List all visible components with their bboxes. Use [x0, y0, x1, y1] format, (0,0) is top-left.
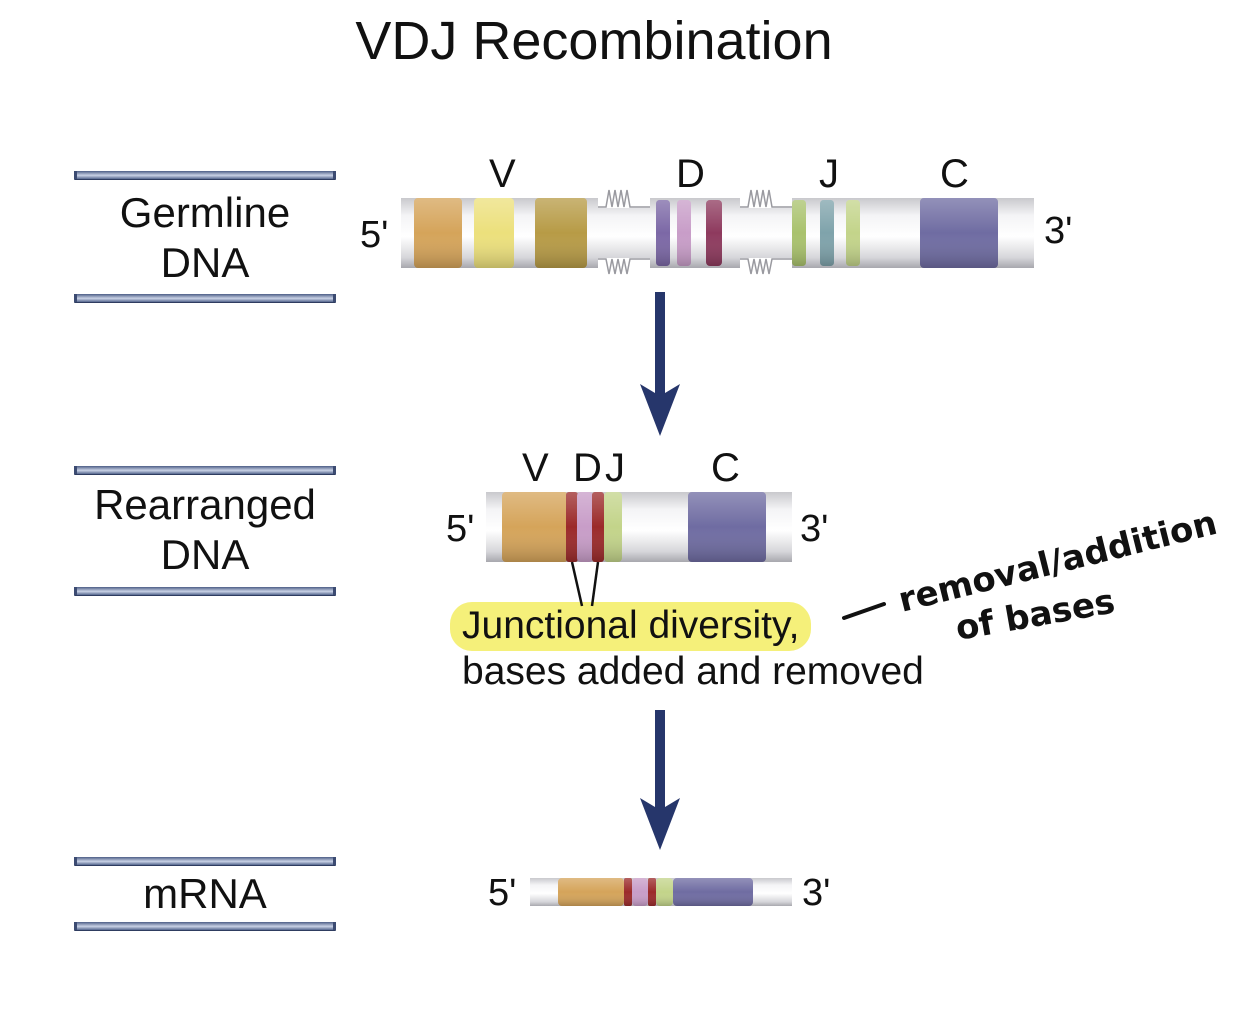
junction-p-region — [592, 492, 604, 562]
j-segment-3 — [846, 200, 860, 266]
germline-d-label: D — [676, 152, 705, 196]
v-segment-3 — [535, 198, 587, 268]
rearranged-d-label: D — [573, 446, 602, 490]
j-segment — [604, 492, 622, 562]
stage-bracket-bottom — [74, 922, 336, 930]
d-segment-2 — [677, 200, 691, 266]
j-segment-2 — [820, 200, 834, 266]
down-arrow-icon — [640, 710, 680, 850]
stage-bracket-top — [74, 857, 336, 865]
c-segment — [688, 492, 766, 562]
junction-n-region — [566, 492, 578, 562]
stage-bracket-bottom — [74, 294, 336, 302]
mrna-5prime: 5' — [488, 872, 517, 914]
stage-label-line2: DNA — [160, 239, 250, 286]
spacer-zigzag-icon — [740, 189, 792, 208]
spacer-zigzag-icon — [598, 189, 650, 208]
diagram-title: VDJ Recombination — [355, 11, 833, 71]
stage-label-line2: DNA — [160, 531, 250, 578]
rearranged-3prime: 3' — [800, 508, 829, 550]
junctional-diversity-note: Junctional diversity, — [450, 602, 812, 651]
j-exon — [656, 878, 673, 906]
germline-c-label: C — [940, 152, 969, 196]
d-segment-3 — [706, 200, 722, 266]
handwritten-connector-line — [842, 602, 886, 620]
junction-region — [624, 878, 632, 906]
germline-5prime: 5' — [360, 214, 389, 256]
stage-bracket-top — [74, 171, 336, 179]
rearranged-5prime: 5' — [446, 508, 475, 550]
d-exon — [632, 878, 648, 906]
v-segment — [502, 492, 568, 562]
germline-v-label: V — [489, 152, 516, 196]
spacer-zigzag-icon — [598, 258, 650, 275]
stage-label-line1: Germline — [119, 189, 291, 236]
c-segment — [920, 198, 998, 268]
germline-dna-strand — [401, 189, 1034, 275]
junction-pointer-lines — [570, 561, 600, 607]
mrna-strand — [530, 878, 792, 906]
down-arrow-icon — [640, 292, 680, 436]
stage-label-mrna: mRNA — [74, 869, 336, 919]
v-exon — [558, 878, 624, 906]
d-segment-1 — [656, 200, 670, 266]
stage-label-line1: mRNA — [143, 870, 267, 917]
rearranged-j-label: J — [605, 446, 625, 490]
j-segment-1 — [792, 200, 806, 266]
stage-label-germline: Germline DNA — [74, 188, 336, 288]
stage-label-rearranged: Rearranged DNA — [74, 480, 336, 580]
v-segment-2 — [474, 198, 514, 268]
germline-3prime: 3' — [1044, 210, 1073, 252]
highlighted-text: Junctional diversity, — [450, 602, 812, 651]
junction-region — [648, 878, 656, 906]
rearranged-c-label: C — [711, 446, 740, 490]
rearranged-v-label: V — [522, 446, 549, 490]
d-segment — [577, 492, 593, 562]
stage-bracket-bottom — [74, 587, 336, 595]
rearranged-dna-strand — [486, 492, 792, 562]
mrna-3prime: 3' — [802, 872, 831, 914]
stage-bracket-top — [74, 466, 336, 474]
c-exon — [673, 878, 753, 906]
germline-j-label: J — [819, 152, 839, 196]
v-segment-1 — [414, 198, 462, 268]
stage-label-line1: Rearranged — [94, 481, 316, 528]
spacer-zigzag-icon — [740, 258, 792, 275]
bases-added-removed-note: bases added and removed — [462, 650, 924, 693]
